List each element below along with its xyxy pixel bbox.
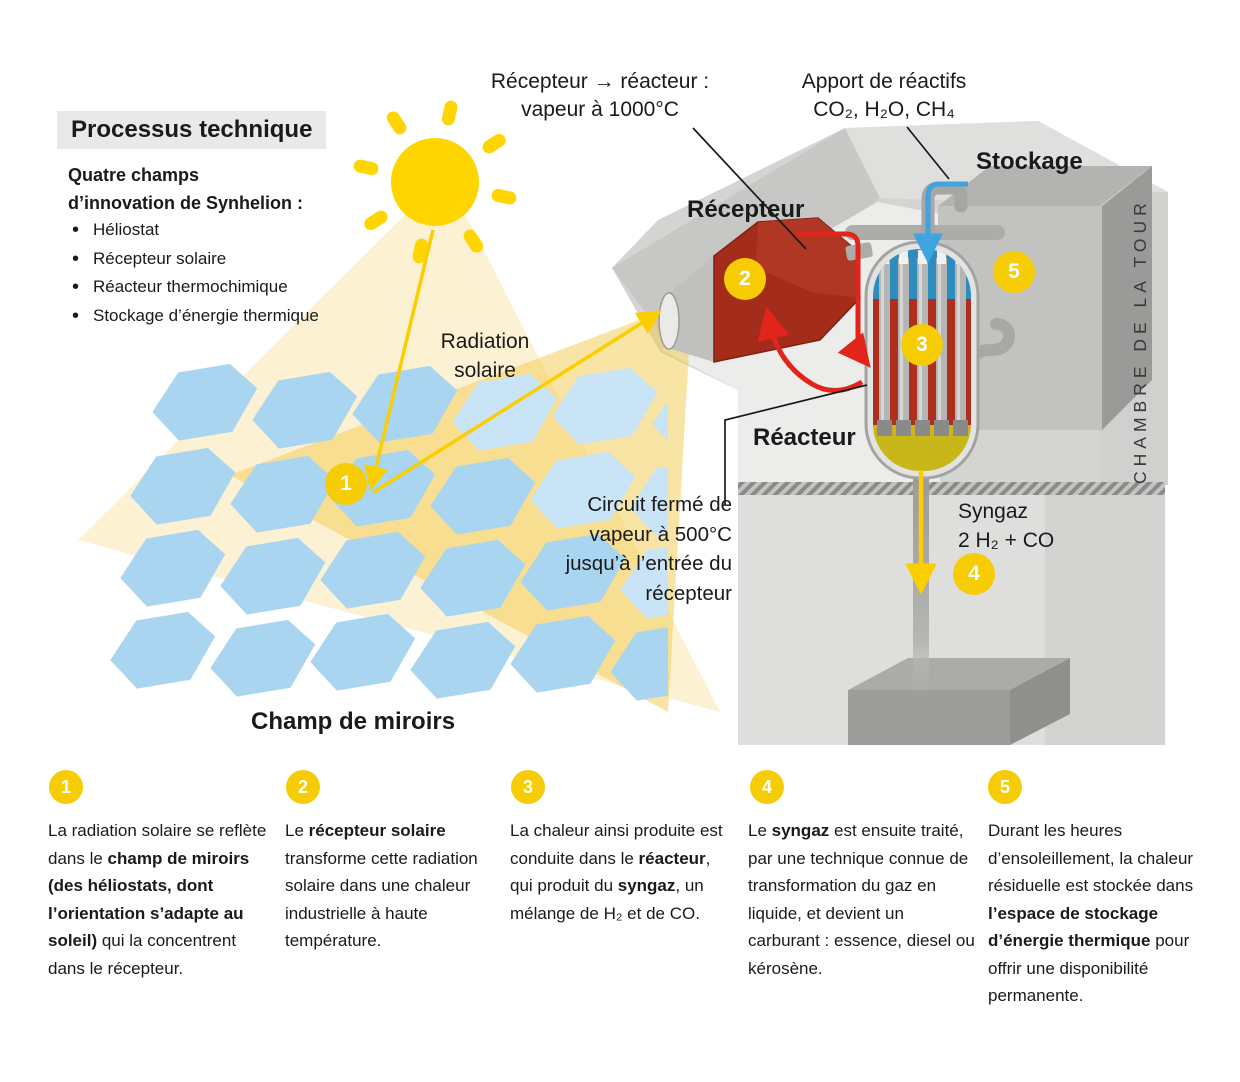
steam-return-arrow bbox=[757, 306, 864, 393]
heliostat-mirror bbox=[110, 611, 216, 689]
heliostat-mirror bbox=[530, 451, 636, 529]
label-solar-radiation: Radiation solaire bbox=[440, 330, 530, 382]
heliostat-mirror bbox=[120, 529, 226, 607]
steam-loop bbox=[757, 231, 871, 393]
marker-4: 4 bbox=[953, 553, 995, 595]
heliostat-mirror bbox=[510, 615, 616, 693]
legend-marker-4: 4 bbox=[750, 770, 784, 804]
receiver-vessel bbox=[658, 217, 873, 363]
receiver-aperture bbox=[658, 292, 680, 350]
step-5-text: Durant les heures d’ensoleillement, la c… bbox=[988, 821, 1194, 1005]
label-syngas: Syngaz 2 H₂ + CO bbox=[958, 500, 1055, 552]
heliostat-mirror bbox=[320, 531, 426, 609]
sun-icon bbox=[353, 100, 517, 264]
reactant-feed-arrow bbox=[913, 181, 968, 264]
label-reactor: Réacteur bbox=[753, 424, 856, 451]
step-3-text: La chaleur ainsi produite est conduite d… bbox=[510, 821, 723, 923]
innovation-list: Héliostat Récepteur solaire Réacteur the… bbox=[70, 216, 319, 330]
legend-marker-2: 2 bbox=[286, 770, 320, 804]
legend-marker-1: 1 bbox=[49, 770, 83, 804]
mirror-to-receiver-arrow bbox=[373, 310, 662, 494]
heliostat-mirror bbox=[230, 455, 336, 533]
process-diagram bbox=[78, 100, 1168, 745]
label-mirror-field: Champ de miroirs bbox=[251, 708, 456, 735]
intro-heading: Quatre champs d’innovation de Synhelion … bbox=[68, 161, 303, 217]
solar-arrows bbox=[364, 229, 937, 595]
heliostat-mirror bbox=[152, 363, 258, 441]
marker-5: 5 bbox=[993, 251, 1035, 293]
heliostat-mirror bbox=[252, 371, 358, 449]
floor-hatch-band bbox=[738, 482, 1165, 495]
heliostat-mirror bbox=[620, 541, 668, 619]
heliostat-mirror bbox=[420, 539, 526, 617]
heliostat-mirror bbox=[310, 613, 416, 691]
intro-line1: Quatre champs bbox=[68, 165, 200, 185]
heliostat-mirror bbox=[430, 457, 536, 535]
heliostat-mirror bbox=[610, 623, 668, 701]
callout-lines bbox=[692, 126, 950, 505]
step-2-text: Le récepteur solaire transforme cette ra… bbox=[285, 821, 478, 950]
heliostat-mirror bbox=[552, 367, 658, 445]
label-receiver-to-reactor: Récepteur → réacteur : vapeur à 1000°C bbox=[490, 70, 710, 121]
marker-2: 2 bbox=[724, 258, 766, 300]
step-4-text: Le syngaz est ensuite traité, par une te… bbox=[748, 821, 975, 978]
list-item: Récepteur solaire bbox=[70, 245, 319, 274]
label-tower-chamber: CHAMBRE DE LA TOUR bbox=[1130, 198, 1150, 484]
marker-3: 3 bbox=[901, 324, 943, 366]
legend-marker-5: 5 bbox=[988, 770, 1022, 804]
label-reactants: Apport de réactifs CO₂, H₂O, CH₄ bbox=[801, 70, 967, 121]
page-title: Processus technique bbox=[57, 111, 327, 149]
heliostat-mirror bbox=[210, 619, 316, 697]
heliostat-mirror bbox=[410, 621, 516, 699]
steam-hot-arrow bbox=[796, 231, 871, 368]
heliostat-mirror bbox=[220, 537, 326, 615]
step-1-text: La radiation solaire se reflète dans le … bbox=[48, 821, 267, 978]
heliostat-mirror bbox=[352, 365, 458, 443]
heliostat-mirror bbox=[520, 533, 626, 611]
marker-1: 1 bbox=[325, 463, 367, 505]
legend-marker-3: 3 bbox=[511, 770, 545, 804]
list-item: Héliostat bbox=[70, 216, 319, 245]
heliostat-mirror bbox=[630, 459, 668, 537]
heliostat-mirror bbox=[130, 447, 236, 525]
list-item: Stockage d’énergie thermique bbox=[70, 302, 319, 331]
mirror-field bbox=[110, 363, 668, 701]
sun-to-mirror-arrow bbox=[364, 229, 435, 491]
label-receiver: Récepteur bbox=[687, 196, 805, 223]
label-closed-circuit: Circuit fermé de vapeur à 500°C jusqu’à … bbox=[565, 493, 732, 605]
base-block bbox=[848, 658, 1070, 745]
label-storage: Stockage bbox=[976, 148, 1083, 175]
list-item: Réacteur thermochimique bbox=[70, 273, 319, 302]
intro-line2: d’innovation de Synhelion : bbox=[68, 193, 304, 213]
